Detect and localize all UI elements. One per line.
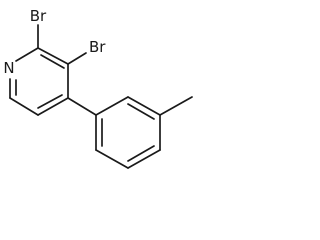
bond-a5-a6 <box>95 149 129 169</box>
pyridine-ring <box>9 47 69 116</box>
bond-a2-a3-inner <box>127 103 155 120</box>
bond-c3-br <box>67 52 87 65</box>
bond-c4-c5 <box>37 97 69 116</box>
bond-a4-a5 <box>127 149 161 169</box>
bond-a2-a3 <box>127 96 161 116</box>
bond-c4-aryl <box>67 97 97 116</box>
bromine-label-c3: Br <box>89 38 106 56</box>
molecule-drawing: Br Br N <box>3 7 193 169</box>
bond-n1-c2 <box>15 47 39 62</box>
bond-a4-a5-inner <box>127 145 155 162</box>
bromine-label-c2: Br <box>30 7 47 25</box>
bond-a1-a2 <box>95 96 129 116</box>
nitrogen-label: N <box>3 59 14 77</box>
bond-c5-c6 <box>9 97 39 116</box>
bond-c4-c5-inner <box>37 94 63 109</box>
bond-c2-c3 <box>37 47 69 65</box>
bond-c2-c3-inner <box>40 54 65 69</box>
bond-methyl <box>159 96 193 116</box>
tolyl-ring <box>95 96 161 169</box>
